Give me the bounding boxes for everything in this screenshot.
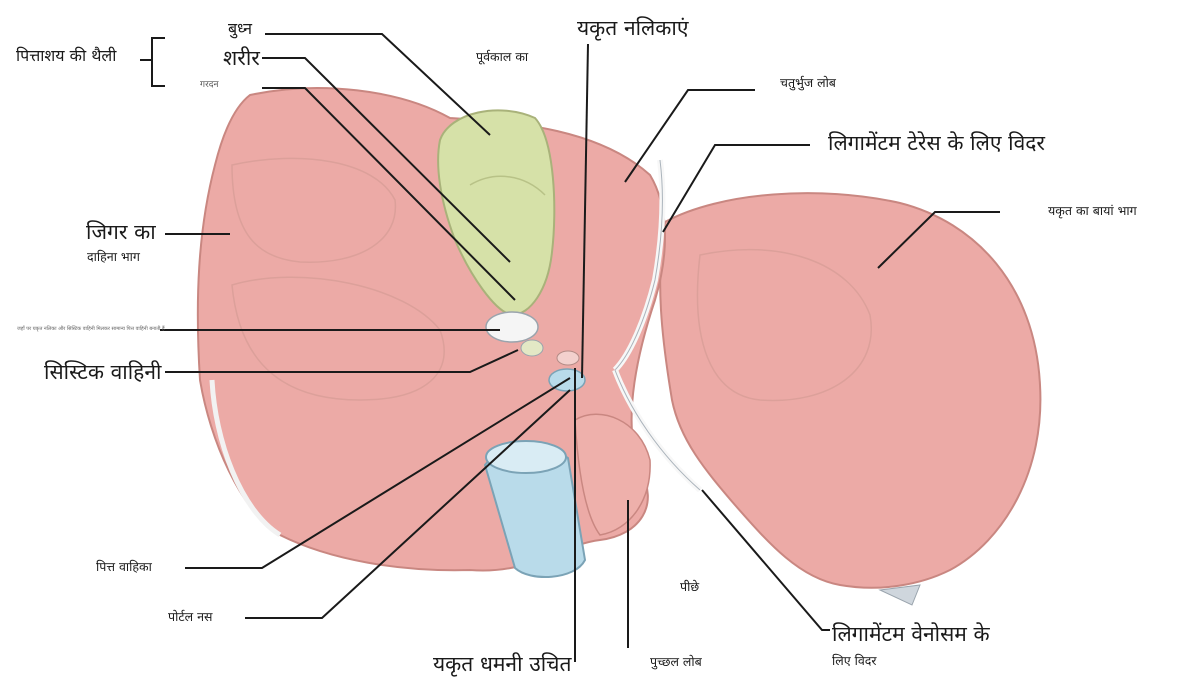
- label-left-lobe: यकृत का बायां भाग: [1048, 203, 1137, 218]
- lobule-outline-3: [696, 248, 872, 402]
- duct-ring-1: [485, 311, 539, 343]
- leader-fundus: [265, 33, 491, 136]
- label-hepatic-artery: यकृत धमनी उचित: [433, 652, 572, 676]
- leader-body: [262, 57, 511, 263]
- label-bile-duct: पित्त वाहिका: [96, 559, 152, 574]
- label-caudate-lobe: पुच्छल लोब: [650, 654, 702, 669]
- leader-hepatic-ducts: [581, 43, 589, 379]
- label-right-lobe-2: दाहिना भाग: [87, 249, 140, 264]
- fissure-venosum-outline: [614, 369, 701, 491]
- artery-ring: [556, 350, 580, 366]
- leader-cystic: [165, 349, 519, 373]
- gallbladder-fold: [469, 175, 546, 196]
- label-portal-vein: पोर्टल नस: [168, 609, 213, 624]
- caudate-lobe-shape: [574, 413, 651, 536]
- leader-bile-duct: [185, 377, 571, 569]
- label-cystic-duct: सिस्टिक वाहिनी: [44, 360, 162, 384]
- label-neck: गरदन: [200, 80, 219, 90]
- label-fundus: बुध्न: [228, 19, 253, 38]
- left-lobe-shape: [659, 192, 1042, 589]
- leader-portal: [245, 389, 571, 619]
- bracket-gallbladder: [140, 37, 165, 87]
- leader-quadrate: [624, 89, 755, 183]
- lobule-outline-1: [231, 157, 397, 263]
- fissure-teres-outline: [614, 159, 663, 371]
- label-hepatic-ducts: यकृत नलिकाएं: [577, 16, 689, 40]
- label-tiny-note: जहाँ पर यकृत नलिका और सिस्टिक वाहिनी मिल…: [17, 326, 165, 332]
- label-posterior: पीछे: [680, 579, 700, 594]
- duct-ring-2: [520, 339, 544, 357]
- label-gallbladder: पित्ताशय की थैली: [16, 46, 117, 65]
- label-fissure-venosum-2: लिए विदर: [832, 653, 877, 668]
- left-lobe-tip: [878, 584, 921, 606]
- right-rim: [209, 379, 282, 538]
- label-right-lobe-1: जिगर का: [86, 220, 156, 244]
- leader-venosum: [701, 489, 830, 631]
- label-anterior: पूर्वकाल का: [476, 49, 529, 64]
- label-fissure-teres: लिगामेंटम टेरेस के लिए विदर: [828, 131, 1045, 155]
- leader-teres: [662, 144, 810, 233]
- label-quadrate-lobe: चतुर्भुज लोब: [780, 75, 836, 90]
- leader-neck: [262, 87, 516, 301]
- leader-lines: [140, 33, 1000, 662]
- label-fissure-venosum-1: लिगामेंटम वेनोसम के: [832, 622, 990, 646]
- leader-left-lobe: [877, 211, 1000, 269]
- label-body: शरीर: [223, 46, 260, 70]
- gallbladder-shape: [437, 109, 556, 317]
- lobule-outline-2: [231, 276, 445, 401]
